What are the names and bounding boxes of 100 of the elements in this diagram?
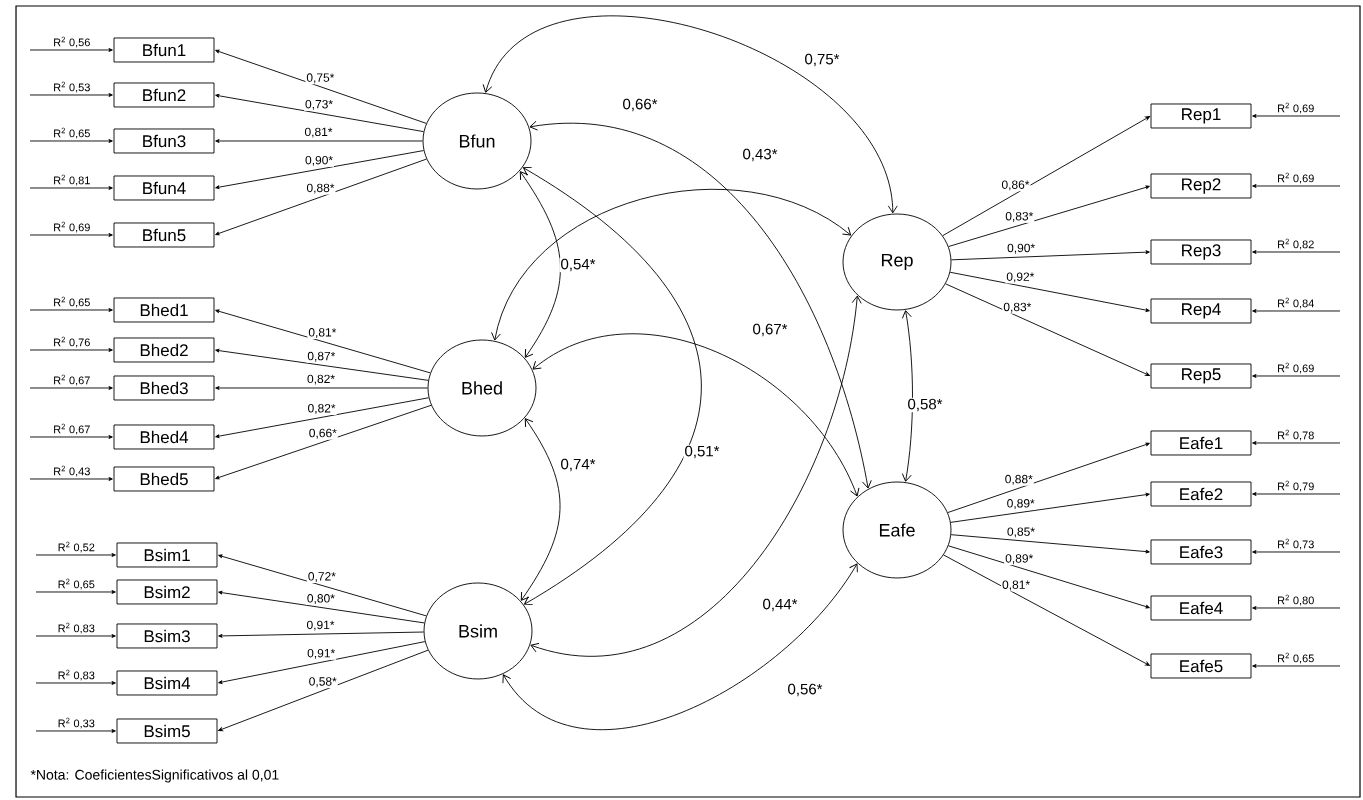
edge-label: 0,82* [306,373,336,386]
edge-label: R$^{2}$ 0,65 [52,126,92,140]
edge-label: 0,92* [1005,271,1036,284]
edge-label: R$^{2}$ 0,65 [52,295,92,309]
arrow [948,545,1150,609]
indicator-box: Bfun2 [113,82,215,108]
edge-label: 0,83* [1002,301,1033,314]
arrow [522,166,702,606]
indicator-box: Rep2 [1150,173,1252,199]
indicator-box: Rep5 [1150,363,1252,389]
edge-label: R$^{2}$ 0,52 [56,540,96,554]
edge-label: R$^{2}$ 0,79 [1276,479,1316,493]
arrow [215,139,423,143]
edge-label: 0,88* [1003,473,1034,486]
arrow [948,185,1150,247]
edge-label: 0,66* [621,97,659,113]
edge-label: 0,75* [803,52,841,68]
indicator-box: Bfun1 [113,37,215,63]
arrow [949,271,1150,312]
edge-label: R$^{2}$ 0,65 [1276,651,1316,665]
arrow [35,634,116,638]
arrow [35,553,116,557]
arrow [35,681,116,685]
arrow [215,386,428,390]
edge-label: R$^{2}$ 0,65 [56,577,96,591]
arrow [950,492,1150,523]
indicator-box: Bsim5 [116,718,218,744]
edge-label: 0,80* [305,593,336,605]
edge-label: R$^{2}$ 0,83 [56,668,96,682]
arrow [215,397,430,439]
indicator-box: Bhed4 [113,424,215,450]
arrow [29,139,113,143]
arrow [215,150,425,190]
edge-label: 0,44* [761,597,799,613]
indicator-box: Eafe2 [1150,481,1252,507]
indicator-box: Bhed3 [113,375,215,401]
indicator-box: Rep4 [1150,298,1252,324]
edge-label: 0,75* [305,72,336,85]
edge-label: 0,82* [306,403,337,415]
indicator-box: Bfun3 [113,128,215,154]
edge-label: 0,89* [1004,553,1035,566]
indicator-box: Eafe1 [1150,430,1252,456]
edge-label: R$^{2}$ 0,69 [1276,361,1316,375]
indicator-box: Bhed5 [113,466,215,492]
edge-label: 0,58* [307,676,338,689]
edge-label: R$^{2}$ 0,76 [52,335,92,349]
edge-label: 0,74* [559,457,597,473]
arrow [218,631,424,638]
arrow [901,310,913,482]
arrow [1252,309,1341,313]
indicator-box: Bfun4 [113,175,215,201]
arrow [218,641,426,684]
edge-label: 0,81* [303,126,334,139]
edge-label: 0,91* [306,647,337,660]
arrow [1252,664,1341,668]
arrow [215,404,432,480]
edge-label: R$^{2}$ 0,56 [52,35,92,49]
edge-label: R$^{2}$ 0,53 [52,80,92,94]
edge-label: R$^{2}$ 0,67 [52,422,92,436]
edge-label: 0,90* [1006,242,1037,255]
arrow [29,233,113,237]
arrow [491,188,852,341]
arrow [1252,606,1341,610]
arrow [943,554,1150,666]
edge-label: 0,91* [305,619,336,632]
note: *Nota: CoeficientesSignificativos al 0,01 [30,769,279,783]
arrow [218,649,429,732]
indicator-box: Bsim2 [116,579,218,605]
edge-label: R$^{2}$ 0,78 [1276,428,1316,442]
arrow [218,554,427,617]
edge-label: R$^{2}$ 0,69 [1276,171,1316,185]
arrow [1252,441,1341,445]
arrow [942,116,1150,237]
indicator-box: Bsim1 [116,542,218,568]
arrow [215,158,427,236]
arrow [950,250,1150,261]
arrow [29,93,113,97]
edge-label: 0,87* [306,350,337,363]
edge-label: R$^{2}$ 0,82 [1276,237,1316,251]
arrow [1252,184,1341,188]
indicator-box: Bsim4 [116,670,218,696]
arrow [215,49,427,124]
arrow [29,48,113,52]
edge-label: R$^{2}$ 0,33 [56,716,96,730]
arrow [35,590,116,594]
edge-label: 0,81* [307,327,338,339]
edge-label: 0,90* [304,154,335,167]
edge-label: 0,72* [306,571,337,583]
edge-label: 0,43* [741,147,779,163]
arrow [29,348,113,352]
edge-label: R$^{2}$ 0,69 [52,220,92,234]
edge-label: 0,67* [751,322,789,338]
arrow [947,442,1150,513]
edge-label: R$^{2}$ 0,83 [56,621,96,635]
edge-label: R$^{2}$ 0,43 [52,464,92,478]
edge-label: 0,85* [1005,526,1036,539]
arrow [482,15,898,214]
indicator-box: Eafe3 [1150,539,1252,565]
arrow [1252,250,1341,254]
edge-label: R$^{2}$ 0,80 [1276,593,1316,607]
